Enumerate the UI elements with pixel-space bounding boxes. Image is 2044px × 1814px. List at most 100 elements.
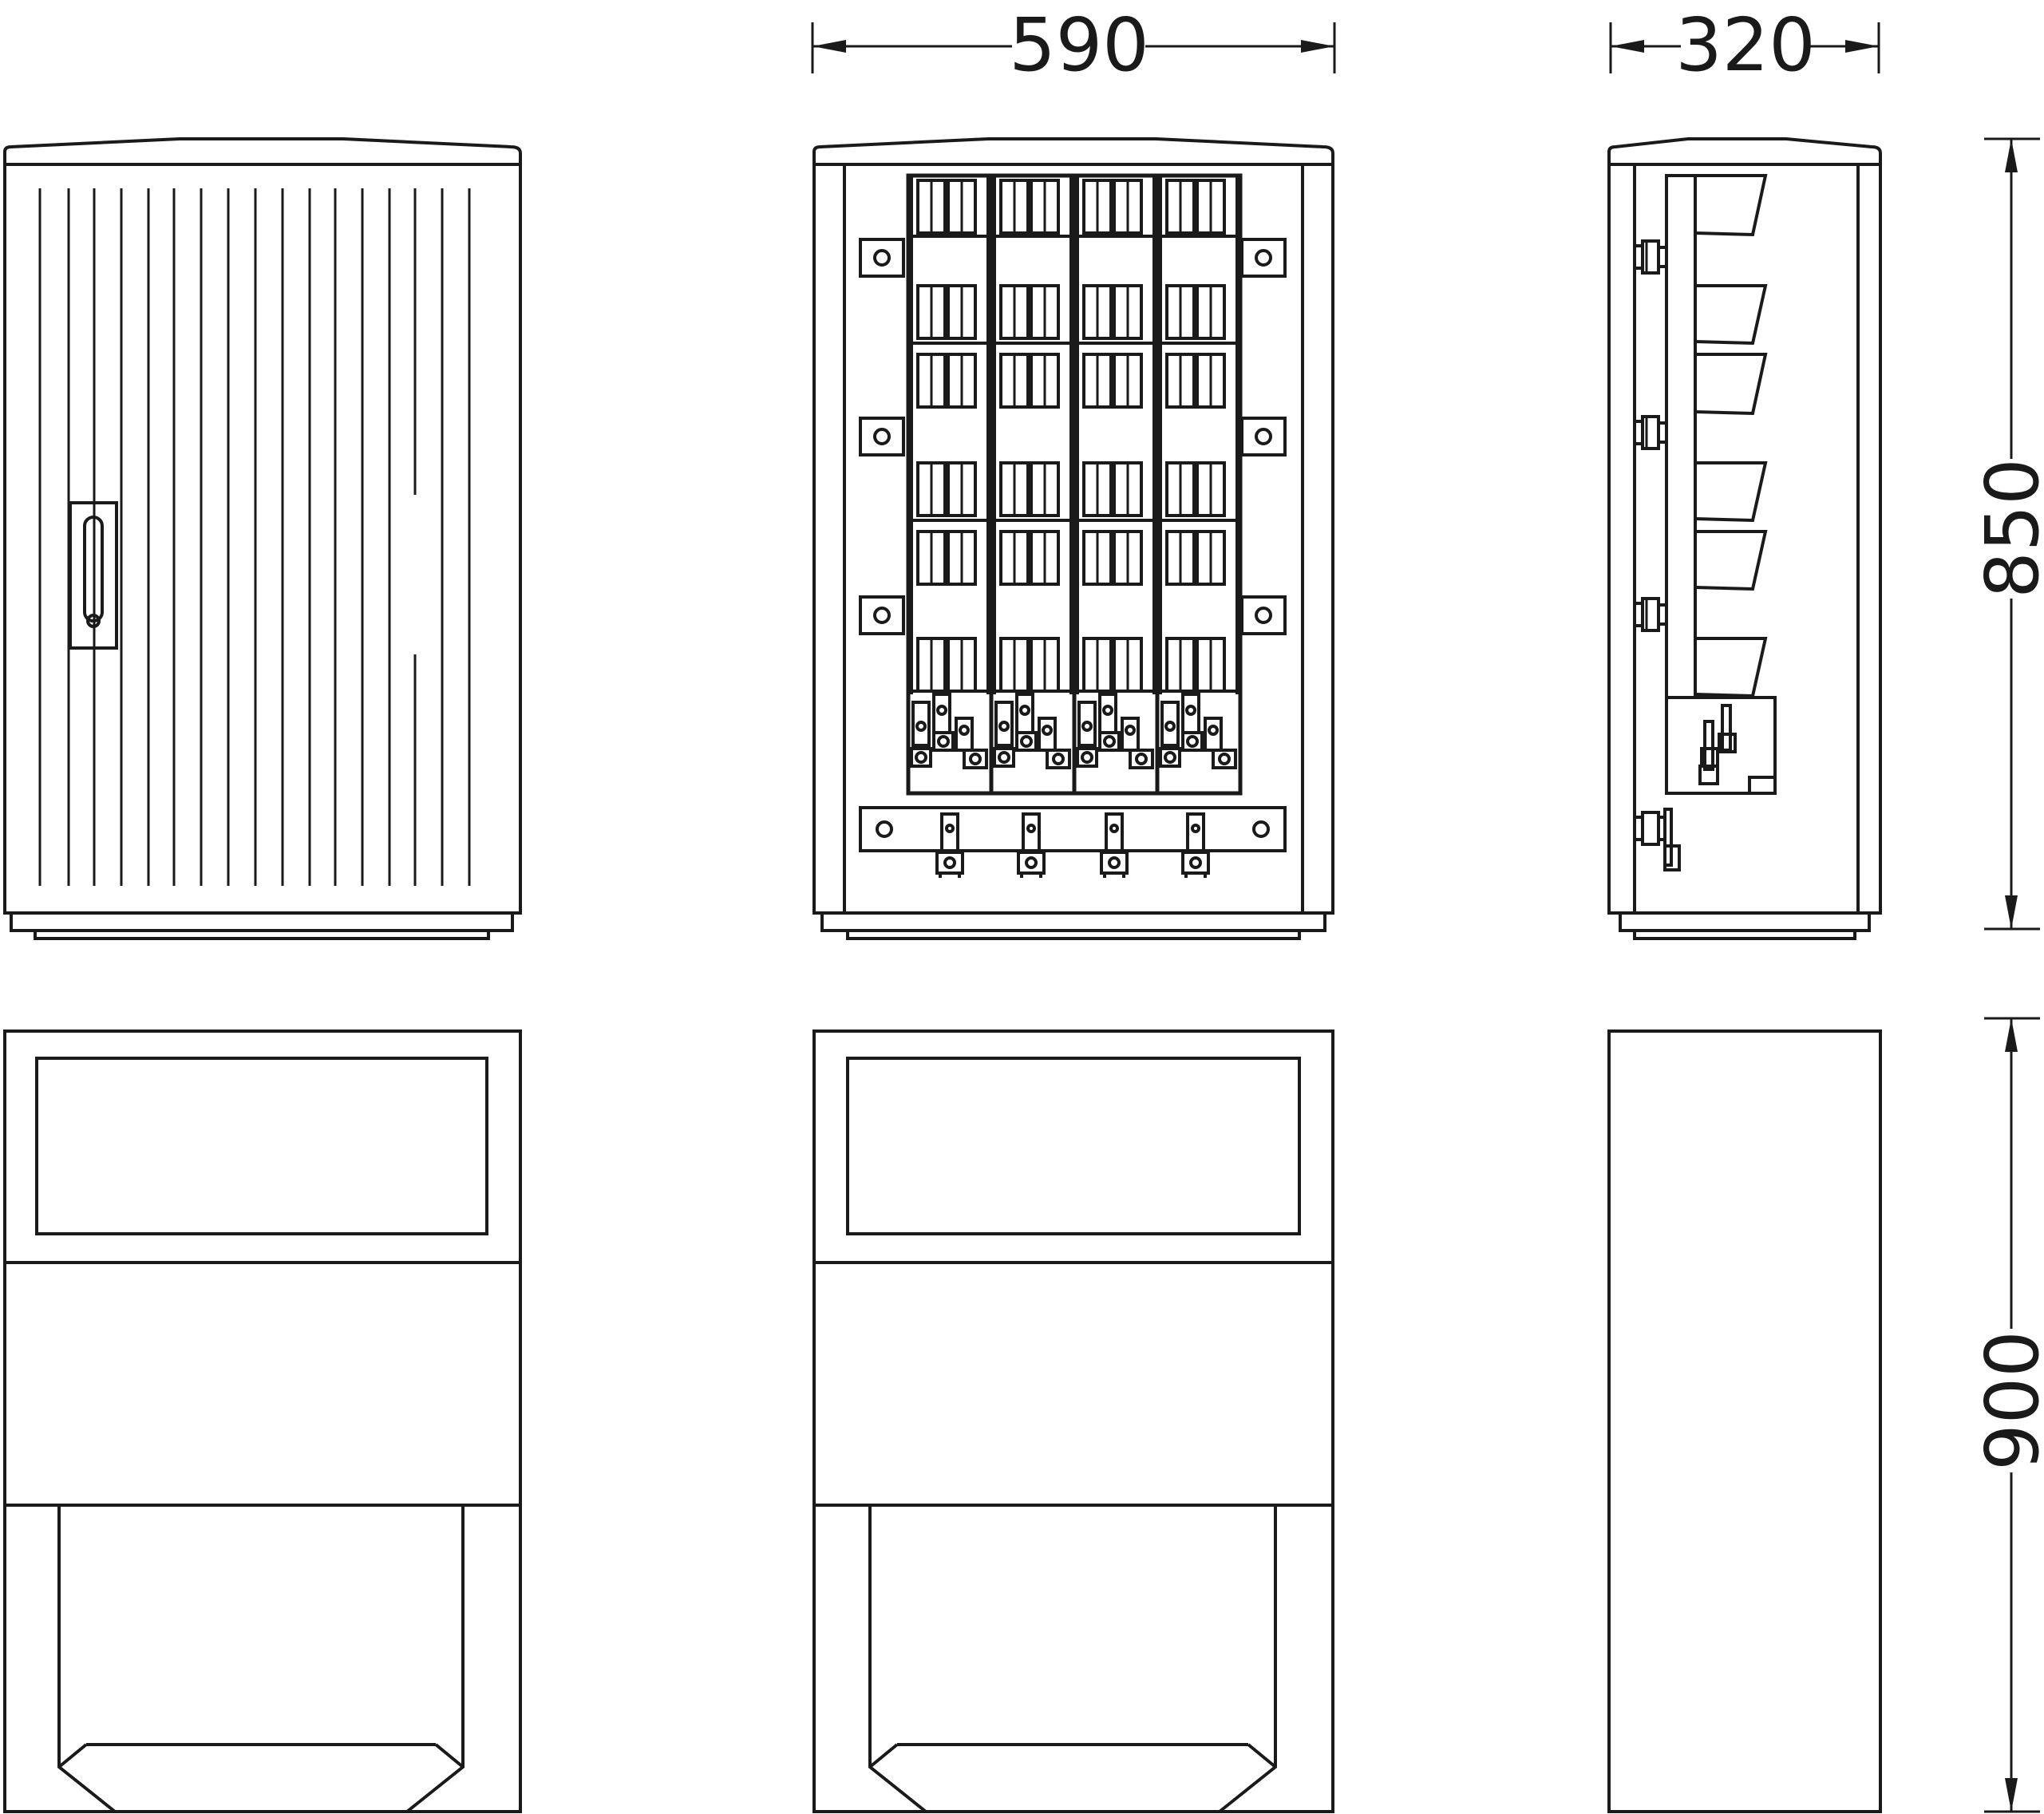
terminal [911,701,931,747]
terminal-lug [1098,731,1121,752]
terminal-screw [1164,721,1176,732]
side-bolt-head [1641,597,1660,632]
dimension-base-height-label: 900 [1970,1330,2044,1471]
neutral-clamp [1017,851,1046,875]
terminal-lug-screw [1186,735,1199,748]
cabinet-front-door-closed [3,137,522,940]
terminal-screw [915,721,927,732]
side-neutral-lug [1633,808,1681,871]
terminal-screw [1019,705,1030,716]
side-fuse-blade [1694,284,1768,346]
terminal-lug-screw [1164,751,1176,764]
terminal-lug-screw [1103,735,1116,748]
mounting-hole [873,428,891,445]
base-front-right [812,1030,1334,1813]
terminal-lug [932,731,955,752]
mounting-hole [876,820,893,838]
terminal-lug-screw [1081,751,1093,764]
base-side [1607,1030,1882,1813]
neutral-busbar [859,806,1287,878]
neutral-clamp-screw [1108,856,1121,869]
neutral-clamp-screw [1025,856,1038,869]
neutral-lug-hole [1191,824,1200,833]
terminal-lug [1076,747,1098,768]
mounting-rail-left [859,417,905,456]
terminal [1077,701,1097,747]
side-bolt-nut [1657,603,1668,626]
neutral-clamp [935,851,964,875]
terminal-lug-screw [998,751,1010,764]
terminal [994,701,1014,747]
mounting-rail-left [859,238,905,278]
terminal-screw [1042,725,1053,736]
terminal-lug-screw [915,751,927,764]
door-ribs [38,188,471,886]
dimension-cabinet-height-label: 850 [1970,458,2044,599]
dimension-width: 590 [811,2,1336,88]
terminal-lug [1015,731,1038,752]
cabinet-side-view [1607,137,1882,940]
dimension-base-height: 900 [1970,1017,2044,1813]
mounting-hole [1255,607,1272,624]
side-bolts [1633,239,1668,632]
terminal-screw [936,705,947,716]
side-fuse-blades [1694,174,1768,698]
neutral-clamp-screw [1189,856,1202,869]
neutral-lug-hole [945,824,955,833]
neutral-clamp [1100,851,1129,875]
neutral-lug-hole [1109,824,1119,833]
mounting-rail-right [1240,595,1287,635]
terminal-lug [1212,749,1237,769]
base-front-left [3,1030,522,1813]
side-fuse-blade [1694,353,1768,416]
dimension-depth-label: 320 [1675,2,1816,88]
side-bolt-nut [1657,246,1668,268]
terminal-lug [910,747,932,768]
dimension-width-label: 590 [1009,2,1149,88]
side-fuse-blade [1694,530,1768,591]
side-bolt-head [1641,415,1660,450]
neutral-busbar-rail [859,806,1287,852]
neutral-lug-hole [1026,824,1036,833]
neutral-clamp-screw [943,856,956,869]
terminal-lug [1159,747,1181,768]
terminal-lug-screw [1020,735,1033,748]
side-terminal-block [1665,696,1777,795]
terminal-screw [998,721,1010,732]
dimension-cabinet-height: 850 [1970,137,2044,931]
terminal-lug [993,747,1015,768]
terminal-screw [1102,705,1113,716]
cabinet-front-interior [812,137,1334,940]
terminal-lug [1046,749,1071,769]
mounting-hole [1255,428,1272,445]
terminal-lug [963,749,988,769]
neutral-clamp [1181,851,1210,875]
fuse-strip [1155,173,1243,796]
mounting-hole [873,607,891,624]
terminal-lug-screw [969,753,982,765]
terminal-lug [1181,731,1204,752]
mounting-hole [873,249,891,267]
fuse-switch-strips [906,173,1243,796]
mounting-rail-right [1240,417,1287,456]
terminal-lug [1129,749,1154,769]
terminal-lug-screw [1052,753,1065,765]
mounting-hole [1255,249,1272,267]
terminal-screw [1125,725,1136,736]
side-fuse-blade [1694,461,1768,523]
side-fuse-blade [1694,174,1768,237]
door-handle [69,501,118,650]
terminal-screw [959,725,970,736]
terminal-screw [1185,705,1196,716]
mounting-rail-left [859,595,905,635]
side-bolt-head [1641,239,1660,275]
mounting-hole [1252,820,1270,838]
terminal-screw [1208,725,1219,736]
dimension-depth: 320 [1609,2,1880,88]
terminal-screw [1081,721,1093,732]
terminal-lug-screw [1218,753,1231,765]
terminal [1160,701,1180,747]
side-bolt-nut [1657,421,1668,444]
mounting-rail-right [1240,238,1287,278]
